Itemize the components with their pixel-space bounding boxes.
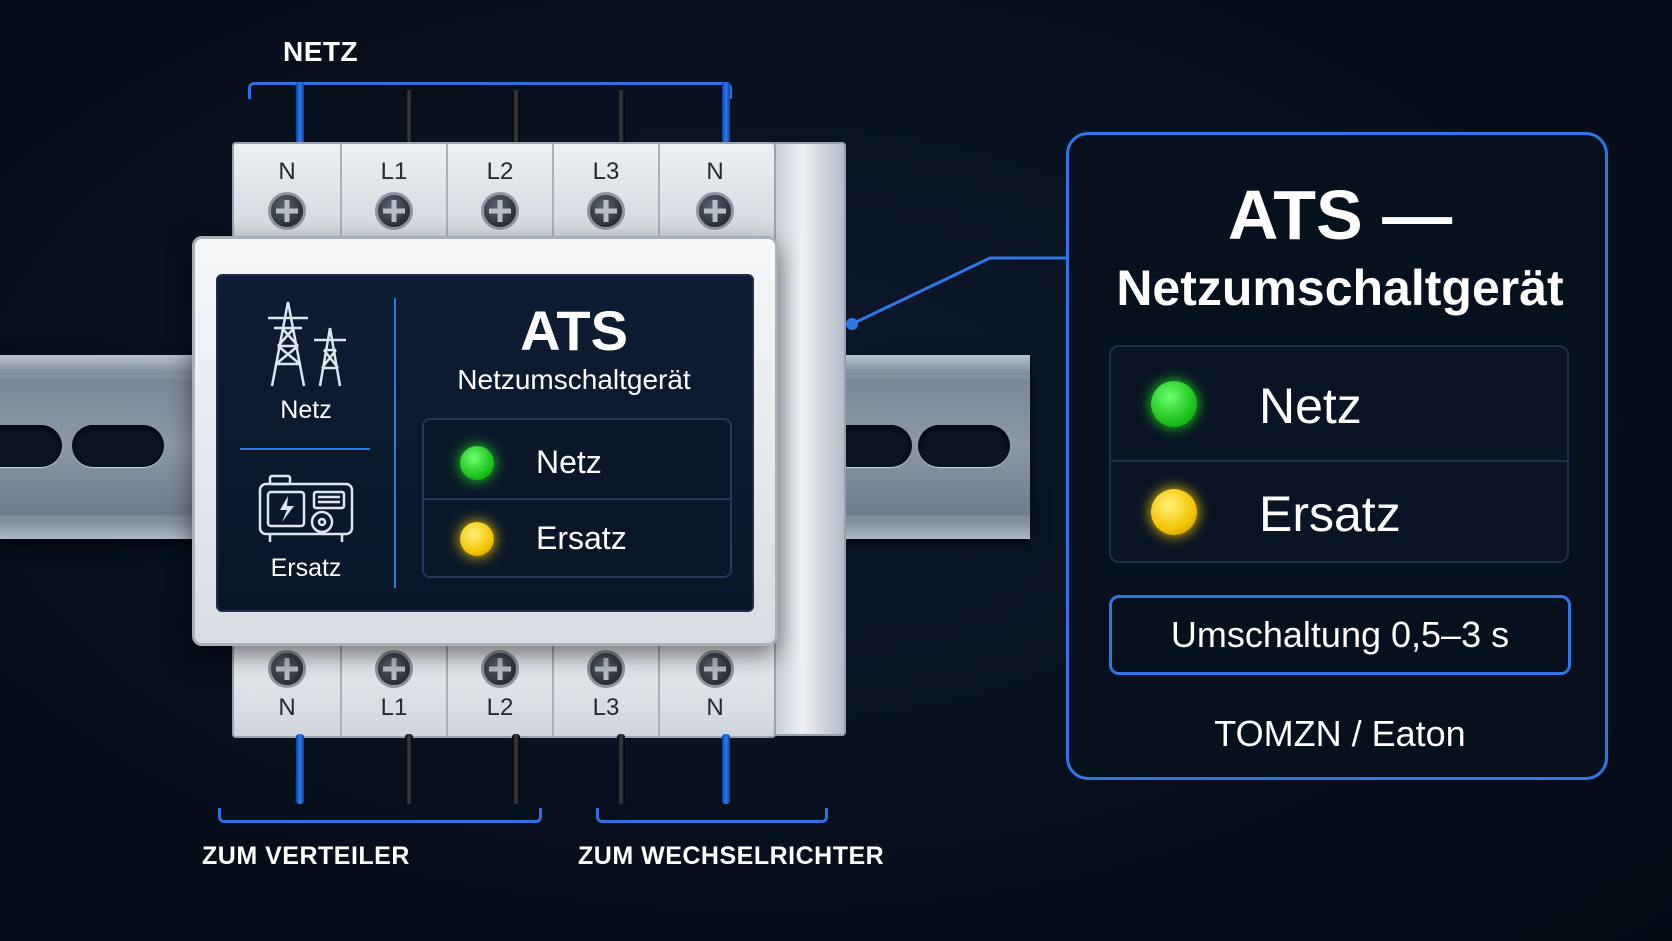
wire-bottom-l2 bbox=[512, 734, 520, 804]
terminal-top-l1[interactable]: L1 bbox=[342, 144, 448, 244]
panel-vertical-divider bbox=[394, 298, 396, 588]
callout-label-ersatz: Ersatz bbox=[1259, 486, 1401, 542]
wire-top-l1 bbox=[405, 90, 413, 146]
screw-icon bbox=[696, 650, 734, 688]
screw-icon bbox=[375, 650, 413, 688]
wire-bottom-l3 bbox=[617, 734, 625, 804]
callout-label-netz: Netz bbox=[1259, 378, 1362, 434]
terminal-top-n1[interactable]: N bbox=[234, 144, 342, 244]
callout-separator bbox=[1111, 460, 1567, 462]
indicator-separator bbox=[424, 498, 730, 500]
screw-icon bbox=[375, 192, 413, 230]
wire-top-n1 bbox=[296, 82, 304, 146]
terminal-label: L2 bbox=[486, 158, 514, 185]
device-subtitle: Netzumschaltgerät bbox=[457, 364, 691, 395]
bracket-verteiler bbox=[218, 808, 542, 823]
terminal-label: L1 bbox=[380, 694, 408, 721]
callout-led-ersatz bbox=[1151, 489, 1197, 535]
terminal-label: N bbox=[278, 694, 296, 721]
wire-bottom-n1 bbox=[296, 734, 304, 804]
terminal-bottom-n1[interactable]: N bbox=[234, 636, 342, 736]
supply-bracket bbox=[248, 82, 732, 99]
screw-icon bbox=[587, 192, 625, 230]
terminal-block-bottom: N L1 L2 L3 N bbox=[232, 634, 776, 738]
device-indicator-box: Netz Ersatz bbox=[422, 418, 732, 578]
device-side-clip bbox=[772, 142, 846, 736]
callout-title: ATS — bbox=[1227, 176, 1453, 254]
terminal-label: L2 bbox=[486, 694, 514, 721]
bracket-wechselrichter bbox=[596, 808, 828, 823]
terminal-label: L1 bbox=[380, 158, 408, 185]
device-title: ATS bbox=[520, 299, 628, 362]
screw-icon bbox=[268, 192, 306, 230]
terminal-bottom-l2[interactable]: L2 bbox=[448, 636, 554, 736]
callout-brands: TOMZN / Eaton bbox=[1214, 713, 1466, 754]
screw-icon bbox=[268, 650, 306, 688]
wire-top-l2 bbox=[512, 90, 520, 146]
callout-connector bbox=[846, 256, 1066, 330]
terminal-top-l2[interactable]: L2 bbox=[448, 144, 554, 244]
terminal-bottom-l3[interactable]: L3 bbox=[554, 636, 660, 736]
terminal-label: N bbox=[278, 158, 296, 185]
terminal-label: L3 bbox=[592, 158, 620, 185]
terminal-label: N bbox=[706, 694, 724, 721]
power-tower-icon bbox=[268, 301, 346, 387]
callout-subtitle: Netzumschaltgerät bbox=[1116, 260, 1564, 316]
screw-icon bbox=[481, 192, 519, 230]
label-zum-verteiler: ZUM VERTEILER bbox=[202, 842, 410, 870]
indicator-led-netz bbox=[460, 446, 494, 480]
switch-time-box: Umschaltung 0,5–3 s bbox=[1109, 595, 1571, 675]
label-netz-supply: NETZ bbox=[283, 36, 359, 67]
generator-icon bbox=[258, 474, 354, 542]
indicator-led-ersatz bbox=[460, 522, 494, 556]
label-zum-wechselrichter: ZUM WECHSELRICHTER bbox=[578, 842, 885, 870]
callout-indicator-box: Netz Ersatz bbox=[1109, 345, 1569, 563]
wire-top-n2 bbox=[722, 82, 730, 146]
wire-top-l3 bbox=[617, 90, 625, 146]
ats-callout-panel: ATS — Netzumschaltgerät Netz Ersatz Umsc… bbox=[1066, 132, 1608, 780]
screw-icon bbox=[587, 650, 625, 688]
callout-led-netz bbox=[1151, 381, 1197, 427]
source-backup-label: Ersatz bbox=[270, 554, 342, 582]
screw-icon bbox=[696, 192, 734, 230]
switch-time-text: Umschaltung 0,5–3 s bbox=[1170, 614, 1510, 655]
terminal-label: N bbox=[706, 158, 724, 185]
terminal-bottom-n2[interactable]: N bbox=[660, 636, 770, 736]
wire-bottom-n2 bbox=[722, 734, 730, 804]
terminal-top-n2[interactable]: N bbox=[660, 144, 770, 244]
terminal-top-l3[interactable]: L3 bbox=[554, 144, 660, 244]
indicator-label-netz: Netz bbox=[536, 444, 602, 480]
source-grid-label: Netz bbox=[280, 396, 332, 424]
terminal-label: L3 bbox=[592, 694, 620, 721]
screw-icon bbox=[481, 650, 519, 688]
terminal-bottom-l1[interactable]: L1 bbox=[342, 636, 448, 736]
wire-bottom-l1 bbox=[405, 734, 413, 804]
terminal-block-top: N L1 L2 L3 N bbox=[232, 142, 776, 246]
indicator-label-ersatz: Ersatz bbox=[536, 520, 627, 556]
ats-front-panel: Netz Ersatz ATS Netzumschaltgerät Netz E… bbox=[216, 274, 754, 612]
source-divider bbox=[240, 448, 370, 450]
